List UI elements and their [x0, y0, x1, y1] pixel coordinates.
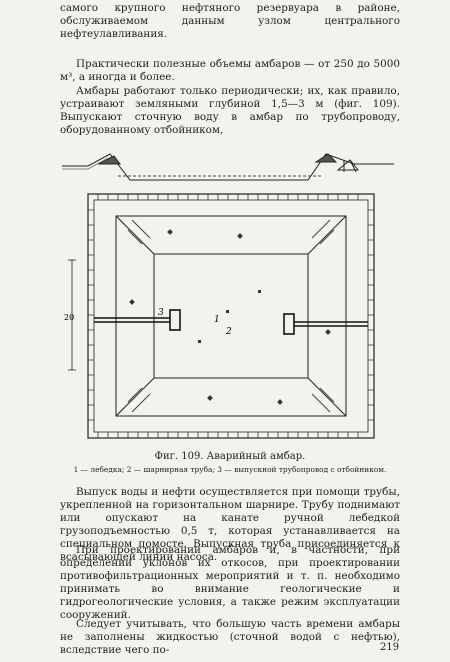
paragraph-design: При проектировании амбаров и, в частност…	[60, 544, 400, 621]
pit-drawing: 1 2 3 20	[62, 153, 394, 439]
pit-outer-wall	[87, 193, 375, 439]
label-outlet-pipe: 3	[158, 308, 164, 318]
figure-caption: Фиг. 109. Аварийный амбар.	[154, 451, 306, 462]
paragraph-operation: Амбары работают только периодически; их,…	[60, 85, 400, 136]
paragraph-volumes: Практически полезные объемы амбаров — от…	[60, 58, 400, 83]
pit-inner-slopes	[115, 215, 347, 417]
dimension-label: 20	[64, 313, 74, 322]
figure-legend: 1 — лебедка; 2 — шарнирная труба; 3 — вы…	[73, 465, 387, 474]
paragraph-continuation: самого крупного нефтяного резервуара в р…	[60, 2, 400, 40]
dimension-line: 20	[64, 259, 76, 371]
slope-marks	[129, 229, 331, 405]
label-winch: 1	[214, 315, 220, 325]
cross-section	[62, 153, 394, 181]
paragraph-outlet: Выпуск воды и нефти осуществляется при п…	[60, 486, 400, 563]
label-hinged-pipe: 2	[225, 327, 232, 337]
pipes	[94, 309, 368, 335]
page-number: 219	[380, 642, 400, 653]
paragraph-empty: Следует учитывать, что большую часть вре…	[60, 618, 400, 656]
